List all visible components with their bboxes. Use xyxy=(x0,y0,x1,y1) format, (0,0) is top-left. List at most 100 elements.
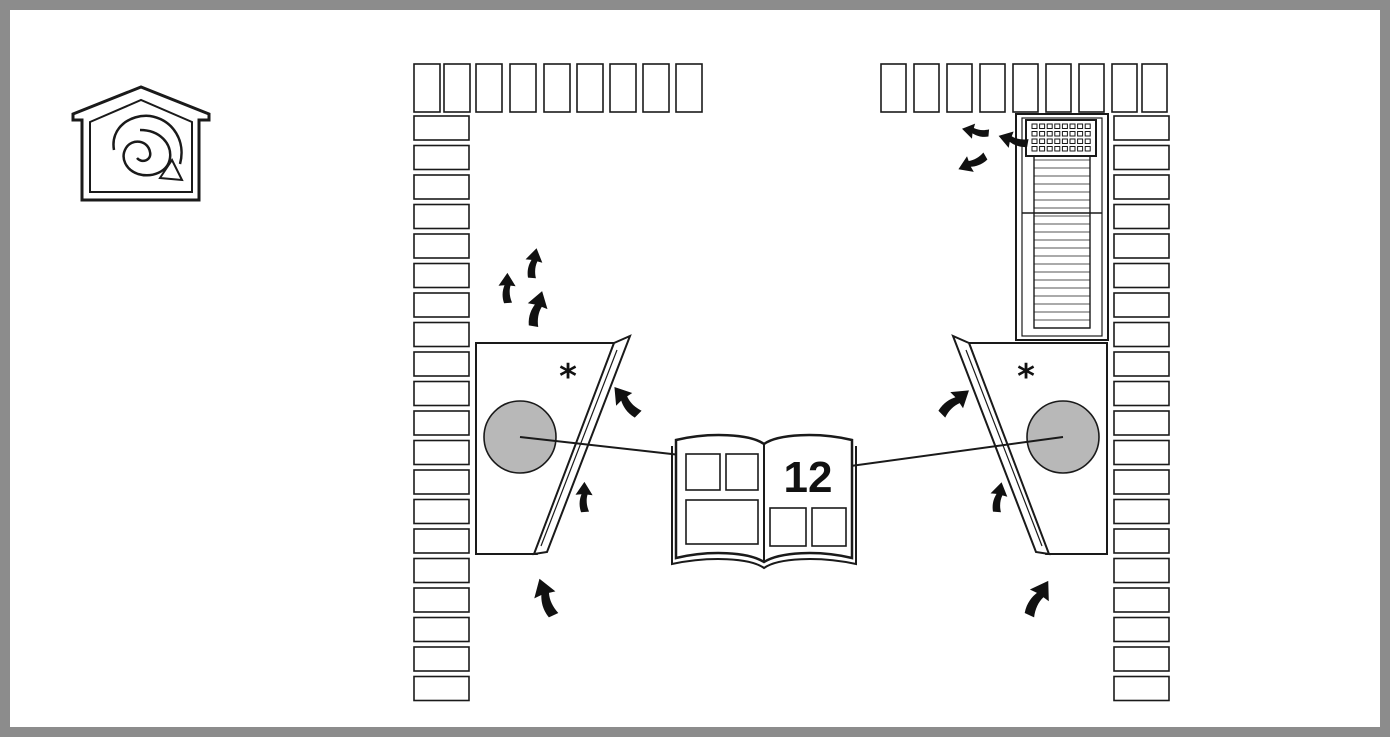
grille-slot xyxy=(1077,146,1084,152)
wall-brick xyxy=(1113,321,1170,348)
right-marker: * xyxy=(1017,357,1035,397)
wall-brick xyxy=(413,321,470,348)
grille-slot xyxy=(1039,146,1046,152)
grille-slot xyxy=(1069,131,1076,137)
wall-brick xyxy=(413,498,470,525)
wall-brick xyxy=(1012,63,1039,113)
grille-slot xyxy=(1031,123,1038,129)
grille-slot xyxy=(1054,138,1061,144)
wall-brick xyxy=(576,63,604,113)
wall-brick xyxy=(1113,233,1170,259)
grille-slot xyxy=(1046,138,1053,144)
grille-slot xyxy=(1046,131,1053,137)
wall-brick xyxy=(1113,203,1170,230)
airflow-arrow xyxy=(962,123,990,139)
wall-brick xyxy=(413,410,470,436)
house-recirculation-icon xyxy=(71,85,211,202)
wall-brick xyxy=(1113,675,1170,702)
grille-slot xyxy=(1054,146,1061,152)
airflow-arrow xyxy=(534,578,559,618)
wall-brick xyxy=(1113,410,1170,436)
wall-brick xyxy=(1113,469,1170,495)
wall-brick xyxy=(413,203,470,230)
wall-brick xyxy=(1045,63,1072,113)
wall-brick xyxy=(1113,144,1170,171)
airflow-arrow xyxy=(938,390,969,418)
wall-brick xyxy=(413,646,470,672)
grille-slot xyxy=(1084,138,1091,144)
wall-brick xyxy=(509,63,537,113)
wall-brick xyxy=(413,115,470,141)
grille-slot xyxy=(1046,146,1053,152)
wall-brick xyxy=(1113,174,1170,200)
wall-brick xyxy=(1113,439,1170,466)
grille-slot xyxy=(1061,146,1068,152)
right-wall xyxy=(880,63,1170,702)
wall-brick xyxy=(1113,616,1170,643)
airflow-arrow xyxy=(614,387,642,418)
grille-slot xyxy=(1061,138,1068,144)
installation-diagram: * * 12 xyxy=(71,63,1170,702)
exhaust-duct xyxy=(1015,113,1109,341)
wall-brick xyxy=(946,63,973,113)
wall-brick xyxy=(979,63,1006,113)
left-marker: * xyxy=(559,357,577,397)
wall-brick xyxy=(675,63,703,113)
grille-slot xyxy=(1069,138,1076,144)
wall-brick xyxy=(413,557,470,584)
wall-brick xyxy=(1113,557,1170,584)
grille-slot xyxy=(1031,138,1038,144)
wall-brick xyxy=(1078,63,1105,113)
wall-brick xyxy=(413,528,470,554)
grille-slot xyxy=(1084,123,1091,129)
grille-slot xyxy=(1046,123,1053,129)
wall-brick xyxy=(413,587,470,613)
grille-slot xyxy=(1054,123,1061,129)
wall-brick xyxy=(1141,63,1168,113)
grille-slot xyxy=(1077,123,1084,129)
right-hood: * xyxy=(951,334,1108,556)
wall-brick xyxy=(1113,351,1170,377)
wall-brick xyxy=(413,439,470,466)
wall-brick xyxy=(1113,292,1170,318)
wall-brick xyxy=(1113,646,1170,672)
grille-slot xyxy=(1069,123,1076,129)
wall-brick xyxy=(1113,115,1170,141)
grille-slot xyxy=(1077,131,1084,137)
grille-slot xyxy=(1061,131,1068,137)
grille-slot xyxy=(1084,146,1091,152)
left-wall xyxy=(413,63,703,702)
wall-brick xyxy=(413,380,470,407)
grille-slot xyxy=(1054,131,1061,137)
wall-brick xyxy=(413,292,470,318)
wall-brick xyxy=(413,63,441,113)
airflow-arrow xyxy=(575,481,593,513)
wall-brick xyxy=(413,469,470,495)
grille-slot xyxy=(1039,131,1046,137)
wall-brick xyxy=(1113,528,1170,554)
wall-brick xyxy=(642,63,670,113)
grille-slot xyxy=(1084,131,1091,137)
grille-slot xyxy=(1077,138,1084,144)
airflow-arrow xyxy=(958,152,988,172)
grille-slot xyxy=(1031,146,1038,152)
airflow-arrow xyxy=(525,248,543,279)
wall-brick xyxy=(880,63,907,113)
wall-brick xyxy=(913,63,940,113)
wall-brick xyxy=(413,144,470,171)
airflow-arrows xyxy=(498,123,1049,618)
manual-page-number: 12 xyxy=(784,453,833,502)
grille-slot xyxy=(1069,146,1076,152)
open-manual-icon: 12 xyxy=(671,433,857,570)
airflow-arrow xyxy=(998,131,1029,148)
airflow-arrow xyxy=(990,482,1008,513)
airflow-arrow xyxy=(498,272,516,304)
wall-brick xyxy=(475,63,503,113)
airflow-arrow xyxy=(527,291,548,328)
wall-brick xyxy=(443,63,471,113)
left-hood: * xyxy=(475,334,632,556)
grille-slot xyxy=(1039,138,1046,144)
grille-slot xyxy=(1031,131,1038,137)
wall-brick xyxy=(413,233,470,259)
